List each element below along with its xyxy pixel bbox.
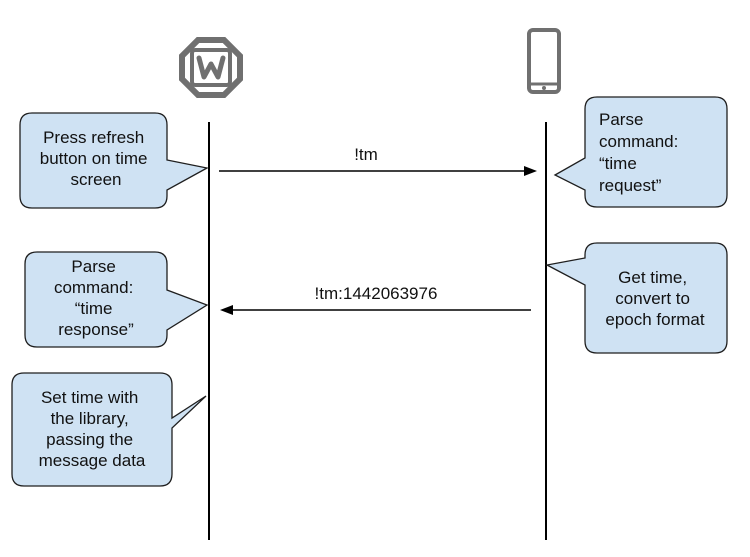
note-line: “time <box>599 154 637 173</box>
note-line: “time <box>75 299 113 318</box>
note-set-time: Set time with the library, passing the m… <box>11 372 207 487</box>
svg-text:Get time, convert to: Get time, convert to epoch format <box>605 268 704 329</box>
note-line: Get time, <box>618 268 687 287</box>
smartphone-icon <box>527 28 561 94</box>
pebble-watch-logo-icon <box>179 37 243 98</box>
note-line: command: <box>54 278 133 297</box>
note-line: the library, <box>51 409 129 428</box>
note-line: request” <box>599 176 662 195</box>
note-line: epoch format <box>605 310 704 329</box>
note-line: convert to <box>615 289 690 308</box>
note-line: passing the <box>46 430 133 449</box>
svg-text:Parse command: “ti: Parse command: “time response” <box>54 257 138 339</box>
request-arrow <box>219 166 537 176</box>
note-press-refresh: Press refresh button on time screen <box>19 112 209 209</box>
note-line: Parse <box>71 257 115 276</box>
note-parse-response: Parse command: “time response” <box>24 251 209 348</box>
note-get-time: Get time, convert to epoch format <box>545 242 728 354</box>
note-line: command: <box>599 132 678 151</box>
note-line: response” <box>58 320 134 339</box>
note-line: button on time <box>40 149 148 168</box>
note-line: message data <box>39 451 146 470</box>
note-line: Parse <box>599 110 643 129</box>
svg-text:Set time with the librar: Set time with the library, passing the m… <box>39 388 146 470</box>
note-line: Set time with <box>41 388 138 407</box>
response-message-label: !tm:1442063976 <box>315 284 438 303</box>
response-arrow <box>220 305 531 315</box>
svg-text:Press refresh button on: Press refresh button on time screen <box>40 128 152 189</box>
note-line: screen <box>70 170 121 189</box>
note-parse-request: Parse command: “time request” <box>553 96 728 208</box>
request-message-label: !tm <box>354 145 378 164</box>
note-line: Press refresh <box>43 128 144 147</box>
svg-text:Parse command: “ti: Parse command: “time request” <box>599 110 683 195</box>
